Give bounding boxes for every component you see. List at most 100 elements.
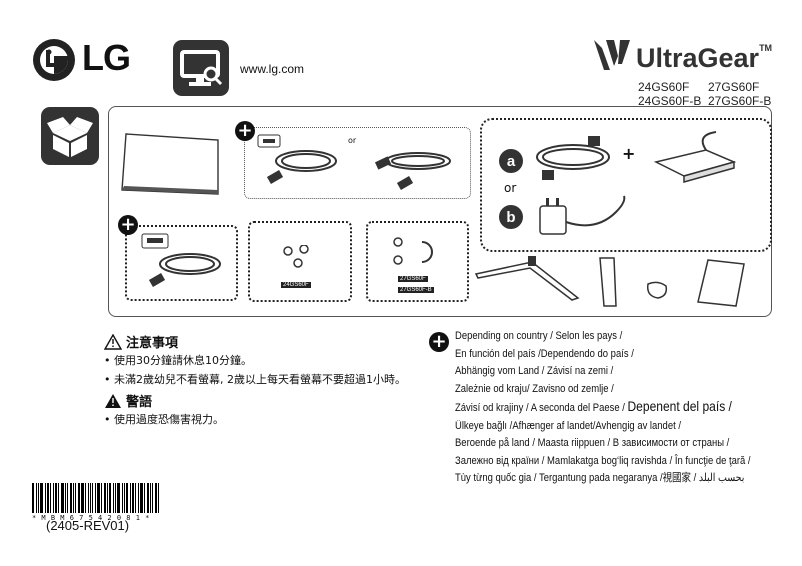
model-2: 27GS60F — [708, 80, 760, 94]
barcode-bar — [135, 483, 137, 513]
caution-title: 注意事項 — [126, 336, 179, 351]
cable-group-top — [244, 127, 471, 199]
cable-clip-icon — [644, 278, 670, 306]
barcode-bar — [126, 483, 129, 513]
barcode-bar — [80, 483, 84, 513]
website-url: www.lg.com — [240, 62, 305, 76]
barcode-bar — [49, 483, 51, 513]
model-3: 24GS60F-B — [638, 94, 702, 108]
dp-cable-icon — [372, 143, 462, 201]
ultragear-logo-icon — [592, 38, 632, 76]
screws-icon — [282, 244, 318, 275]
country-line-7: Beroende på land / Maasta riippuen / В з… — [455, 437, 730, 449]
barcode-bar — [92, 483, 94, 513]
hdmi-cable-icon — [140, 232, 230, 296]
hdmi-cable-icon — [256, 133, 346, 195]
country-line-5: Závisí od krajiny / A seconda del Paese … — [455, 398, 747, 418]
product-brand-name: UltraGear — [636, 43, 760, 73]
barcode-bar — [57, 483, 59, 513]
country-line-9: Tùy từng quốc gia / Tergantung pada nega… — [455, 472, 745, 484]
barcode-bar — [74, 483, 76, 513]
barcode-bar — [147, 483, 149, 513]
barcode-bar — [60, 483, 64, 513]
model-4: 27GS60F-B — [708, 94, 772, 108]
cable-group-bottom — [125, 225, 238, 301]
plus-sign: + — [622, 144, 636, 163]
power-options-group — [480, 118, 772, 252]
plus-icon: + — [235, 121, 255, 141]
warning-item-1: • 使用過度恐傷害視力。 — [104, 413, 224, 426]
revision-code: (2405-REV01) — [46, 518, 130, 533]
barcode-bar — [37, 483, 39, 513]
barcode-bar — [44, 483, 46, 513]
model-1: 24GS60F — [638, 80, 690, 94]
barcode-bar — [109, 483, 112, 513]
barcode-bar — [84, 483, 86, 513]
barcode-bar — [77, 483, 80, 513]
barcode-bar — [89, 483, 92, 513]
barcode-bar — [69, 483, 72, 513]
barcode-bar — [97, 483, 101, 513]
barcode-bar — [95, 483, 97, 513]
barcode-bar — [140, 483, 144, 513]
box-open-icon — [41, 107, 99, 169]
barcode-bar — [151, 483, 153, 513]
barcode-bar — [64, 483, 66, 513]
barcode-bar — [130, 483, 132, 513]
barcode-bar — [32, 483, 34, 513]
barcode-bar — [72, 483, 74, 513]
barcode-bar — [150, 483, 151, 513]
lg-logo-icon — [32, 38, 76, 86]
barcode-bar — [104, 483, 107, 513]
or-label-2: or — [504, 181, 517, 195]
country-line-1: Depending on country / Selon les pays / — [455, 330, 623, 342]
country-line-2: En función del país /Dependendo do país … — [455, 347, 634, 360]
caution-item-2: • 未滿2歲幼兒不看螢幕, 2歲以上每天看螢幕不要超過1小時。 — [104, 373, 406, 386]
country-line-8: Залежно від країни / Mamlakatga bog‘liq … — [455, 454, 751, 467]
country-line-6: Ülkeye bağlı /Afhænger af landet/Avhengi… — [455, 419, 681, 432]
country-line-3: Abhängig vom Land / Závisí na zemi / — [455, 365, 614, 377]
monitor-search-icon — [173, 40, 229, 100]
screws-group-2 — [366, 221, 469, 302]
barcode-bar — [66, 483, 68, 513]
trademark: TM — [759, 43, 773, 53]
screw-tag-1: 24GS60F — [281, 282, 311, 288]
barcode-bar — [154, 483, 157, 513]
warning-triangle-icon — [105, 393, 121, 408]
barcode-bar — [87, 483, 89, 513]
monitor-illustration — [120, 132, 222, 202]
barcode-bars — [32, 483, 160, 513]
barcode: * M B M 6 7 5 4 2 0 8 1 * — [32, 483, 160, 522]
barcode-bar — [46, 483, 49, 513]
barcode-bar — [138, 483, 140, 513]
caution-section: 注意事項 • 使用30分鐘請休息10分鐘。 • 未滿2歲幼兒不看螢幕, 2歲以上… — [104, 332, 406, 429]
caution-item-1: • 使用30分鐘請休息10分鐘。 — [104, 354, 252, 367]
country-line-5-text: Závisí od krajiny / A seconda del Paese … — [455, 402, 628, 414]
or-label-1: or — [348, 136, 357, 145]
barcode-bar — [39, 483, 43, 513]
barcode-bar — [101, 483, 103, 513]
screws-clip-icon — [392, 236, 442, 280]
power-adapter-icon — [646, 130, 746, 189]
barcode-bar — [54, 483, 57, 513]
barcode-bar — [52, 483, 54, 513]
screw-tag-2: 27GS60F — [398, 276, 428, 282]
country-line-4: Zależnie od kraju/ Zavisno od zemlje / — [455, 382, 614, 395]
screws-group-1 — [248, 221, 352, 302]
barcode-bar — [122, 483, 124, 513]
barcode-bar — [115, 483, 117, 513]
lg-brand-text: LG — [82, 37, 131, 78]
barcode-bar — [132, 483, 135, 513]
power-cord-icon — [528, 132, 618, 191]
option-a-badge: a — [499, 149, 523, 173]
option-b-badge: b — [499, 205, 523, 229]
barcode-bar — [144, 483, 146, 513]
barcode-bar — [117, 483, 121, 513]
manual-paper-icon — [696, 258, 746, 312]
barcode-bar — [107, 483, 109, 513]
depending-on-country-list: Depending on country / Selon les pays / … — [455, 328, 795, 488]
barcode-bar — [113, 483, 115, 513]
plus-icon: + — [429, 332, 449, 352]
barcode-bar — [157, 483, 159, 513]
plus-icon: + — [118, 215, 138, 235]
